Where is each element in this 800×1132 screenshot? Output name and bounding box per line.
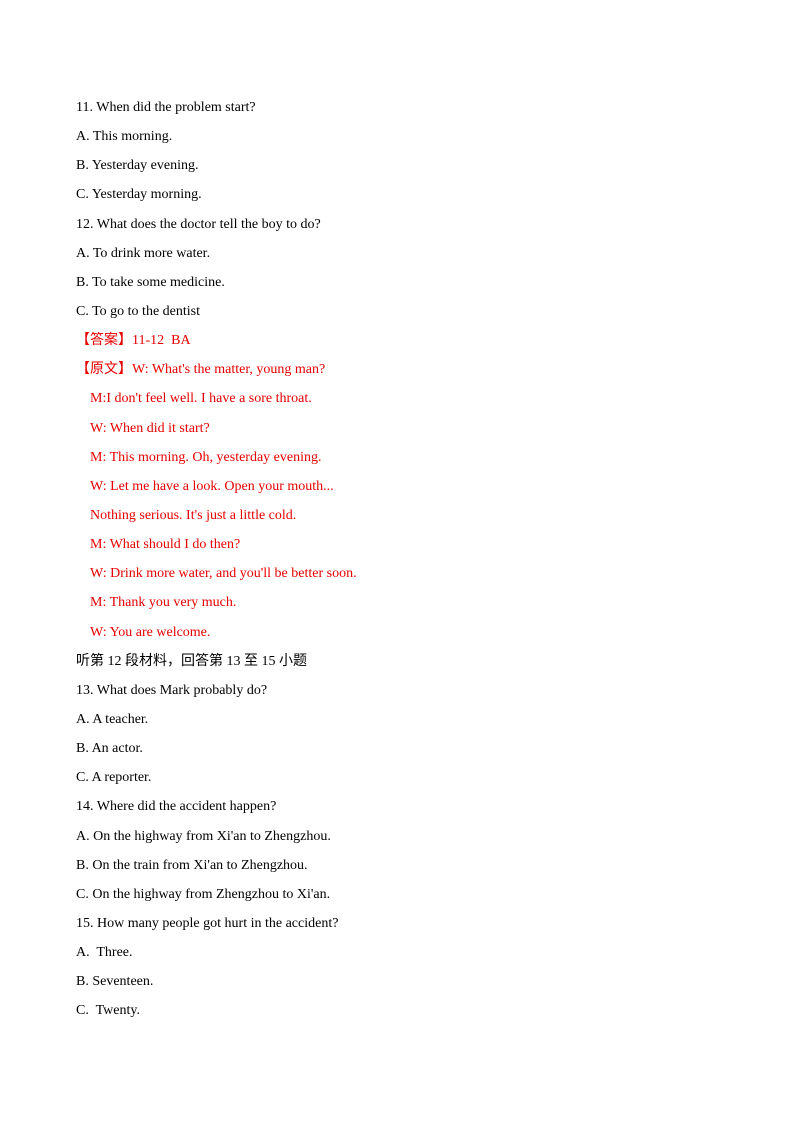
q11-option-b: B. Yesterday evening.	[76, 158, 199, 174]
question-13: 13. What does Mark probably do?	[76, 682, 268, 698]
q15-option-a: A. Three.	[76, 945, 133, 961]
transcript-line: Nothing serious. It's just a little cold…	[90, 507, 297, 523]
question-11: 11. When did the problem start?	[76, 100, 256, 115]
q12-option-b: B. To take some medicine.	[76, 274, 225, 290]
transcript-line: W: You are welcome.	[90, 624, 211, 640]
q11-option-a: A. This morning.	[76, 129, 173, 145]
answer-text: 11-12 BA	[132, 333, 191, 349]
q14-option-b: B. On the train from Xi'an to Zhengzhou.	[76, 857, 308, 873]
question-14: 14. Where did the accident happen?	[76, 799, 277, 815]
answer-label: 【答案】	[76, 333, 132, 349]
transcript-line: M: What should I do then?	[90, 537, 241, 553]
section-header: 听第 12 段材料，回答第 13 至 15 小题	[76, 653, 307, 669]
q13-option-c: C. A reporter.	[76, 770, 152, 786]
transcript-line: W: Let me have a look. Open your mouth..…	[90, 478, 334, 494]
q12-option-c: C. To go to the dentist	[76, 303, 200, 319]
q13-option-b: B. An actor.	[76, 741, 143, 757]
q15-option-c: C. Twenty.	[76, 1003, 140, 1019]
transcript-line: M: This morning. Oh, yesterday evening.	[90, 449, 322, 465]
transcript-line: W: Drink more water, and you'll be bette…	[90, 566, 357, 582]
q14-option-c: C. On the highway from Zhengzhou to Xi'a…	[76, 886, 331, 902]
question-12: 12. What does the doctor tell the boy to…	[76, 216, 321, 232]
transcript-line: W: When did it start?	[90, 420, 210, 436]
q13-option-a: A. A teacher.	[76, 711, 149, 727]
transcript-first-line: 【原文】W: What's the matter, young man?	[76, 360, 736, 389]
q14-option-a: A. On the highway from Xi'an to Zhengzho…	[76, 828, 331, 844]
q11-option-c: C. Yesterday morning.	[76, 187, 202, 203]
transcript-line: M: Thank you very much.	[90, 595, 237, 611]
transcript-label: 【原文】	[76, 362, 132, 378]
document-page: 11. When did the problem start? A. This …	[76, 98, 736, 1031]
q15-option-b: B. Seventeen.	[76, 974, 154, 990]
transcript-line: M:I don't feel well. I have a sore throa…	[90, 391, 312, 407]
answer-line: 【答案】11-12 BA	[76, 331, 736, 360]
transcript-first-text: W: What's the matter, young man?	[132, 362, 326, 378]
q12-option-a: A. To drink more water.	[76, 245, 211, 261]
question-15: 15. How many people got hurt in the acci…	[76, 915, 339, 931]
